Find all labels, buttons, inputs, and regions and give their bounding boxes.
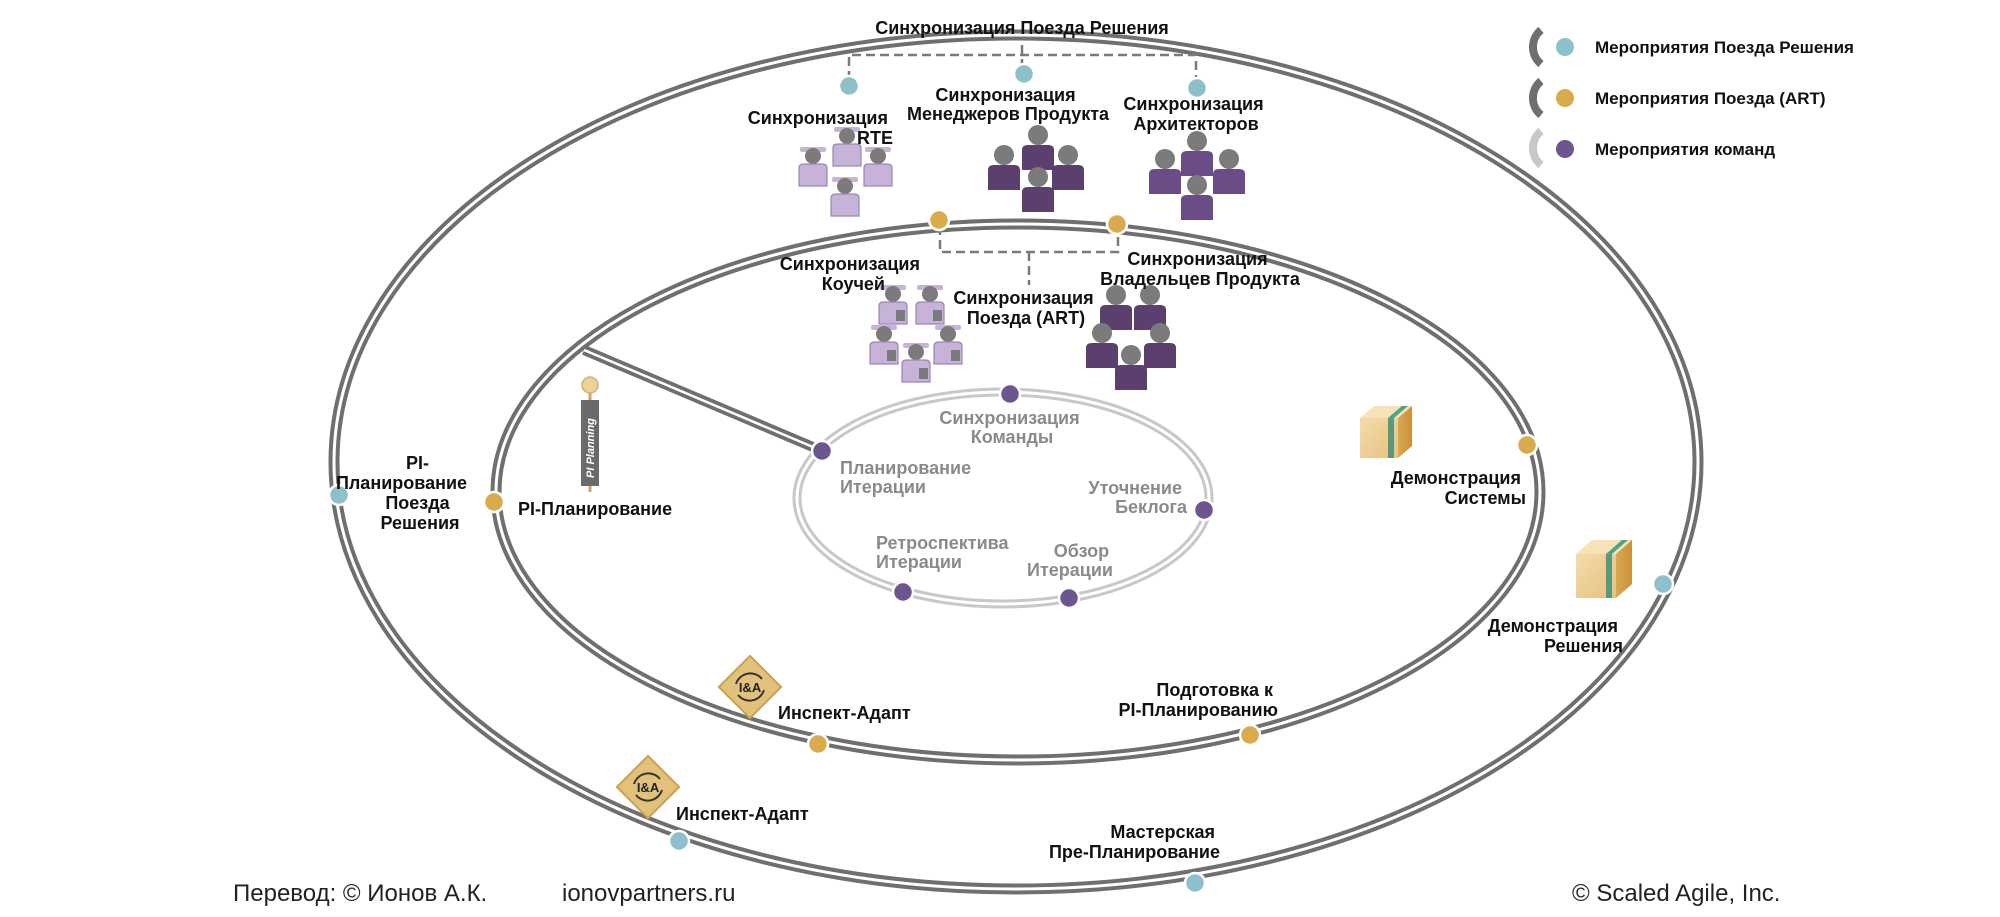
outer-track [328, 29, 1704, 895]
dot-pi-planning [482, 490, 506, 514]
solution-event-dots [327, 62, 1675, 895]
footer-translation: Перевод: © Ионов А.К. [233, 880, 487, 907]
dot-retrospective [891, 580, 915, 604]
system-demo-box-icon [1360, 406, 1412, 458]
outer-inspect-adapt-badge-icon: I&A [615, 754, 681, 820]
solution-demo-box-icon [1576, 540, 1632, 598]
dot-po-sync [1105, 212, 1129, 236]
middle-inspect-adapt-label: Инспект-Адапт [778, 703, 911, 723]
legend-item-team: Мероприятия команд [1528, 127, 1775, 169]
legend-label-art: Мероприятия Поезда (ART) [1595, 89, 1826, 108]
dot-iteration-review [1057, 586, 1081, 610]
team-event-dots [810, 382, 1216, 610]
legend: Мероприятия Поезда Решения Мероприятия П… [1528, 26, 1854, 169]
legend-item-art: Мероприятия Поезда (ART) [1528, 77, 1826, 119]
coach-sync-label: Синхронизация Коучей [780, 254, 925, 294]
dot-prep-pi [1238, 723, 1262, 747]
footer-copyright: © Scaled Agile, Inc. [1572, 880, 1780, 907]
dot-iteration-planning [810, 439, 834, 463]
rte-sync-label: Синхронизация RTE [748, 108, 893, 148]
product-managers-group-icon [988, 125, 1084, 212]
dot-solution-demo [1651, 572, 1675, 596]
dot-backlog-refinement [1192, 498, 1216, 522]
dot-inspect-adapt [806, 732, 830, 756]
system-demo-label: Демонстрация Системы [1391, 468, 1526, 508]
iteration-planning-label: Планирование Итерации [840, 458, 976, 497]
coaches-group-icon [869, 285, 963, 383]
art-event-dots [482, 208, 1539, 756]
art-sync-label: Синхронизация Поезда (ART) [953, 288, 1098, 328]
dot-rte-sync [837, 74, 861, 98]
legend-label-solution: Мероприятия Поезда Решения [1595, 38, 1854, 57]
outer-inspect-adapt-label: Инспект-Адапт [676, 804, 809, 824]
dot-pm-sync [1012, 62, 1036, 86]
pi-planning-sign-text: PI Planning [585, 418, 597, 478]
iteration-review-label: Обзор Итерации [1027, 541, 1114, 580]
pi-planning-label: PI-Планирование [518, 499, 672, 519]
backlog-refinement-label: Уточнение Беклога [1088, 478, 1188, 517]
dot-coach-sync [927, 208, 951, 232]
architect-sync-label: Синхронизация Архитекторов [1123, 94, 1268, 134]
middle-inspect-adapt-badge-icon: I&A [717, 654, 783, 720]
dot-system-demo [1515, 433, 1539, 457]
footer-site: ionovpartners.ru [562, 880, 735, 907]
dot-pre-planning [1183, 871, 1207, 895]
middle-ia-badge-text: I&A [739, 680, 762, 695]
dot-team-sync [998, 382, 1022, 406]
dot-solution-inspect-adapt [667, 829, 691, 853]
rte-group-icon [798, 127, 893, 217]
po-sync-label: Синхронизация Владельцев Продукта [1100, 249, 1301, 289]
solution-sync-title: Синхронизация Поезда Решения [875, 18, 1169, 38]
team-sync-label: Синхронизация Команды [939, 408, 1084, 447]
product-owners-group-icon [1086, 285, 1176, 390]
art-sync-connector [938, 226, 1120, 285]
dot-solution-pi-planning [327, 483, 351, 507]
solution-demo-label: Демонстрация Решения [1488, 616, 1623, 656]
pi-planning-signpost-icon: PI Planning [581, 376, 599, 492]
retrospective-label: Ретроспектива Итерации [876, 533, 1014, 572]
dot-architect-sync [1185, 76, 1209, 100]
pm-sync-label: Синхронизация Менеджеров Продукта [907, 85, 1110, 124]
prep-pi-planning-label: Подготовка к PI-Планированию [1119, 680, 1278, 720]
legend-label-team: Мероприятия команд [1595, 140, 1775, 159]
architects-group-icon [1149, 131, 1245, 220]
legend-item-solution: Мероприятия Поезда Решения [1528, 26, 1854, 68]
outer-ia-badge-text: I&A [637, 780, 660, 795]
solution-pi-planning-label: PI- Планирование Поезда Решения [336, 453, 472, 533]
spur-track [582, 345, 822, 455]
pre-planning-label: Мастерская Пре-Планирование [1049, 822, 1220, 862]
